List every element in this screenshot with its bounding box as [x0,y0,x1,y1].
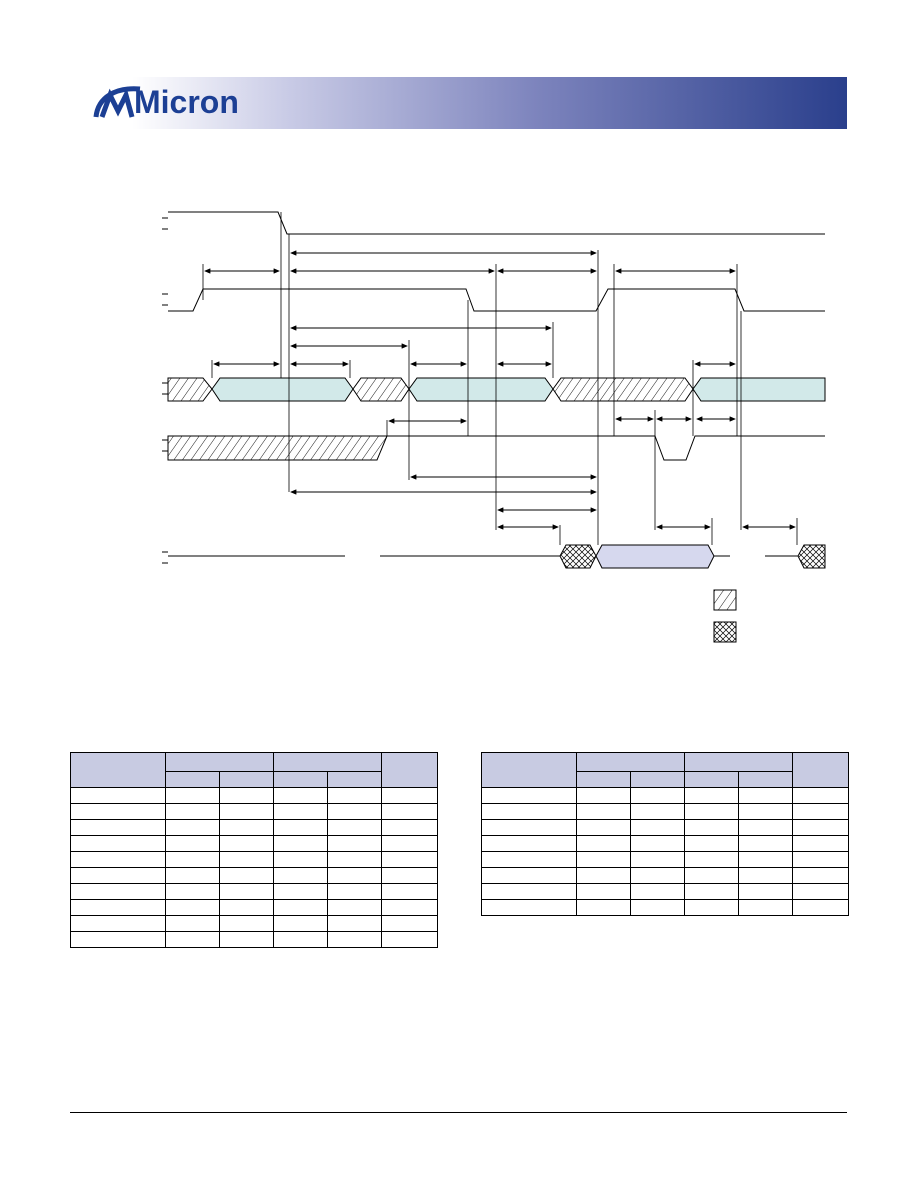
header-cell [70,752,166,788]
table-row [70,915,438,932]
header-cell [381,752,438,788]
table-row [481,819,849,836]
header-group-cell [273,752,382,772]
table-row [70,899,438,916]
table-row [481,787,849,804]
signal-1-waveform [162,211,825,235]
signal-5-output [162,544,826,569]
timing-arrows [204,250,796,530]
subheader-cell [219,771,274,788]
header-group-cell [576,752,685,772]
signal-2-waveform [162,288,825,312]
table-row [70,851,438,868]
table-row [70,835,438,852]
timing-diagram [162,211,826,643]
table-row [481,883,849,900]
header-banner: Micron [70,77,847,129]
header-cell [792,752,849,788]
table-row [70,819,438,836]
table-row [70,787,438,804]
legend-diagonal-hatch-swatch [713,589,737,611]
table-row [481,835,849,852]
table-row [70,803,438,820]
subheader-cell [630,771,685,788]
logo-swoosh-icon [93,86,141,118]
signal-3-bus [162,377,826,402]
table-row [70,883,438,900]
table-header-row [70,752,438,788]
subheader-cell [273,771,328,788]
subheader-cell [576,771,631,788]
logo-text: Micron [134,84,239,120]
subheader-cell [738,771,793,788]
timing-table-left [70,752,438,948]
header-group-cell [165,752,274,772]
footer-divider [70,1112,847,1113]
table-row [70,867,438,884]
table-row [481,867,849,884]
reference-lines [202,212,798,545]
table-row [481,803,849,820]
table-row [70,931,438,948]
table-row [481,851,849,868]
timing-table-right [481,752,849,916]
subheader-cell [327,771,382,788]
header-group-cell [684,752,793,772]
header-cell [481,752,577,788]
signal-4-waveform [162,435,825,461]
table-header-row [481,752,849,788]
subheader-cell [165,771,220,788]
table-row [481,899,849,916]
legend-cross-hatch-swatch [713,621,737,643]
micron-logo: Micron [88,81,248,125]
subheader-cell [684,771,739,788]
